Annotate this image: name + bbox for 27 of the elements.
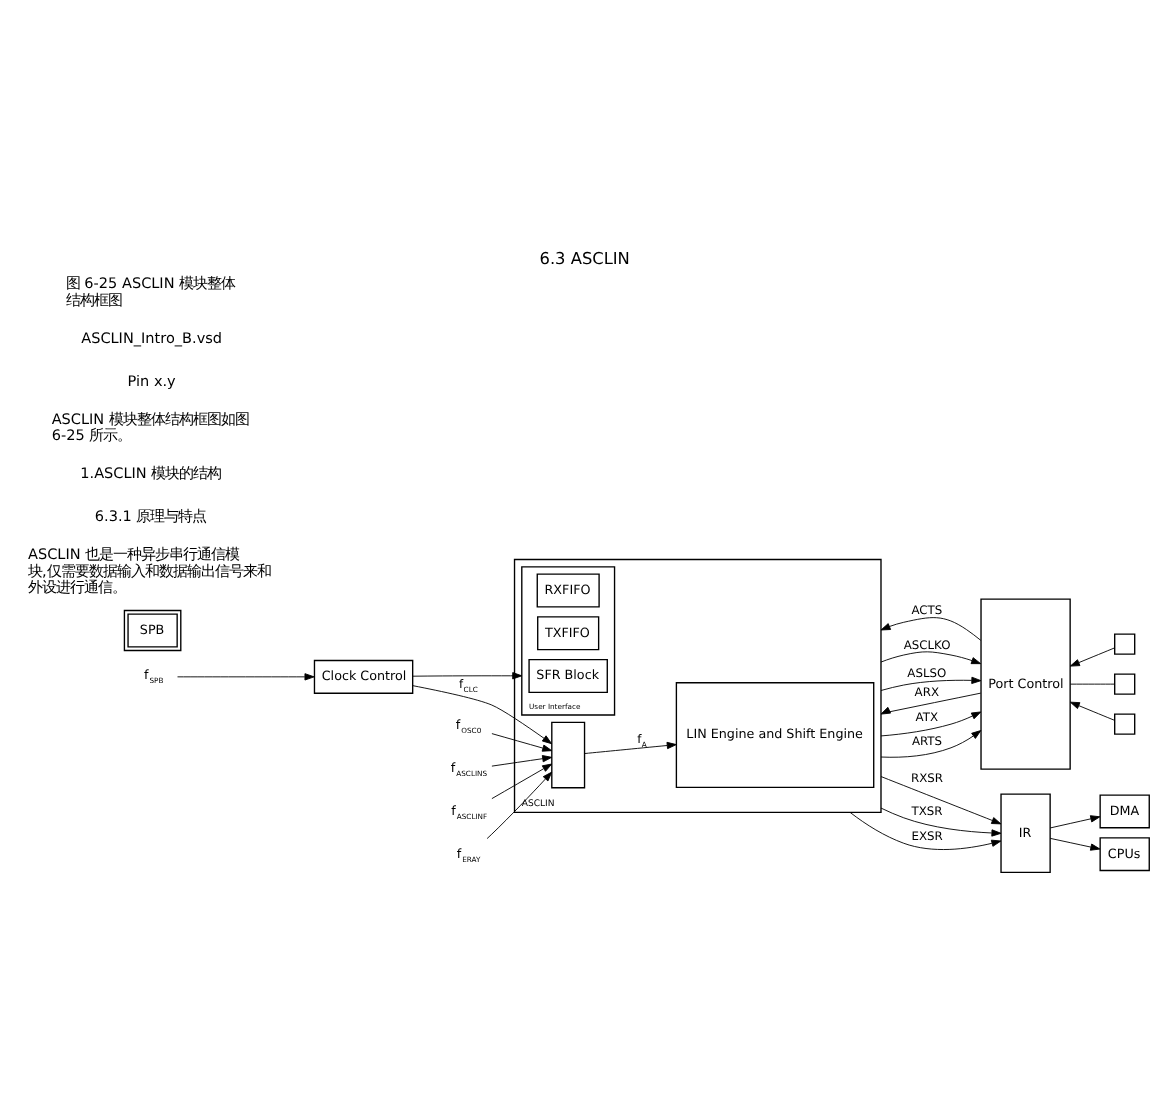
arrow — [1069, 647, 1115, 667]
node-box — [1114, 713, 1136, 735]
arrow — [880, 617, 982, 641]
node-box — [1114, 633, 1136, 655]
arrow — [849, 811, 1002, 850]
arrow — [1049, 837, 1101, 851]
arrow — [491, 763, 553, 800]
arrow — [880, 807, 1002, 837]
arrow — [177, 673, 315, 681]
arrow — [412, 672, 523, 680]
arrow — [1049, 815, 1101, 829]
arrow — [491, 733, 553, 752]
node-box — [551, 721, 586, 789]
arrow — [584, 741, 677, 754]
arrow — [880, 651, 982, 665]
arrow — [880, 676, 982, 691]
arrow — [880, 776, 1002, 825]
arrow — [880, 692, 982, 715]
arrow — [412, 685, 553, 745]
arrow — [1069, 701, 1115, 721]
arrow — [486, 771, 553, 839]
node-box — [1114, 673, 1136, 695]
connector — [1069, 683, 1115, 685]
arrow — [880, 730, 982, 758]
diagram-title: 6.3 ASCLIN — [539, 248, 630, 269]
arrow — [491, 755, 553, 767]
arrow — [880, 711, 982, 737]
